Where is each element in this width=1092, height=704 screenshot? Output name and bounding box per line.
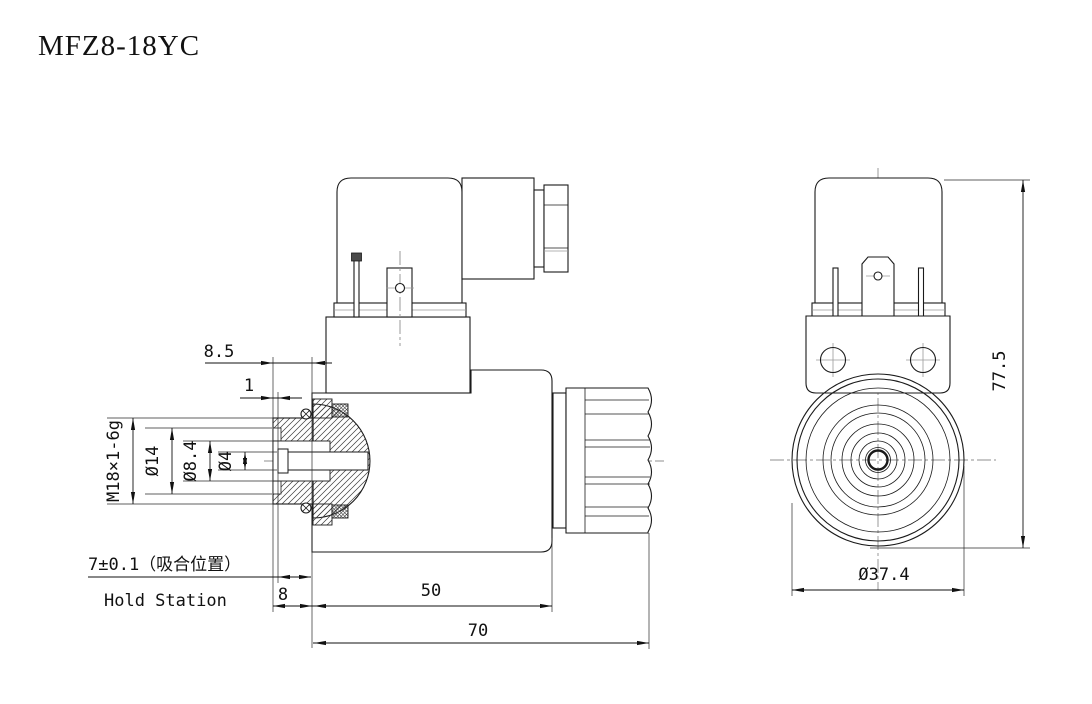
dim-label: Ø37.4 [858,565,909,585]
knurl-ribs [585,399,650,517]
dim-thread: M18×1-6g [104,418,136,504]
o-ring-top [300,408,312,420]
terminal-block [386,267,413,318]
dim-pin-recess: 1 [240,376,302,401]
dim-bore-84: Ø8.4 [181,441,213,482]
junction-box [325,316,471,394]
extension-lines [107,179,1030,649]
pin-cap [351,252,362,262]
lower-seal [331,504,349,519]
cable-gland [543,184,569,273]
upper-seal [331,403,349,418]
dim-label: M18×1-6g [104,420,124,502]
knurled-nut [565,387,653,534]
terminal-screw [394,282,406,294]
dim-offset-face: 8.5 [204,342,332,366]
push-pin [277,451,369,471]
retaining-collar [552,392,567,529]
dim-label: 70 [468,621,488,641]
dim-label: 1 [244,376,254,396]
dim-label-en: Hold Station [104,591,227,611]
terminal-screw-front [873,271,883,281]
spigot-step-top [272,427,282,442]
push-pin-tip [277,448,289,474]
center-hole [867,449,889,471]
din-connector-front [814,177,943,304]
dim-pin-dia: Ø4 [216,451,248,471]
dim-flange: 8 [273,585,552,609]
dim-hold-station: 7±0.1（吸合位置） Hold Station [88,555,311,611]
gland-neck [533,189,545,268]
connector-pin-left [832,267,839,318]
junction-box-front [805,315,951,394]
dimension-annotations: 8.5 1 M18×1-6g Ø14 Ø8.4 [88,179,1030,649]
cable-gland-ribs [544,204,568,252]
o-ring-bottom [300,502,312,514]
dim-bore-14: Ø14 [143,428,175,494]
dim-total-length: 70 [313,621,649,646]
dim-label: Ø8.4 [181,441,201,482]
armature-tube-section [272,398,371,526]
dim-label: 77.5 [990,351,1010,392]
dim-label: 50 [421,581,441,601]
terminal-block-front [861,256,895,318]
dim-coil-length: 50 [314,581,552,609]
side-view [264,177,664,553]
lower-step [312,503,333,526]
dim-label: 8.5 [204,342,235,362]
mounting-hole-left [816,343,850,377]
connector-side-port [461,177,535,280]
front-view [770,168,996,590]
dim-label: Ø4 [216,451,236,471]
dim-label: Ø14 [143,446,163,477]
dim-label: 8 [278,585,288,605]
spigot-step-bottom [272,480,282,495]
coil-body [311,369,553,553]
connector-pin [353,259,360,318]
dim-coil-diameter: Ø37.4 [792,565,964,593]
page-title: MFZ8-18YC [38,30,200,62]
connector-pin-right [917,267,925,318]
dim-total-height: 77.5 [990,180,1026,548]
coil-face-circles [791,373,965,547]
dim-label-cn: 7±0.1（吸合位置） [88,555,241,575]
upper-step [312,398,333,419]
mounting-hole-right [906,343,940,377]
